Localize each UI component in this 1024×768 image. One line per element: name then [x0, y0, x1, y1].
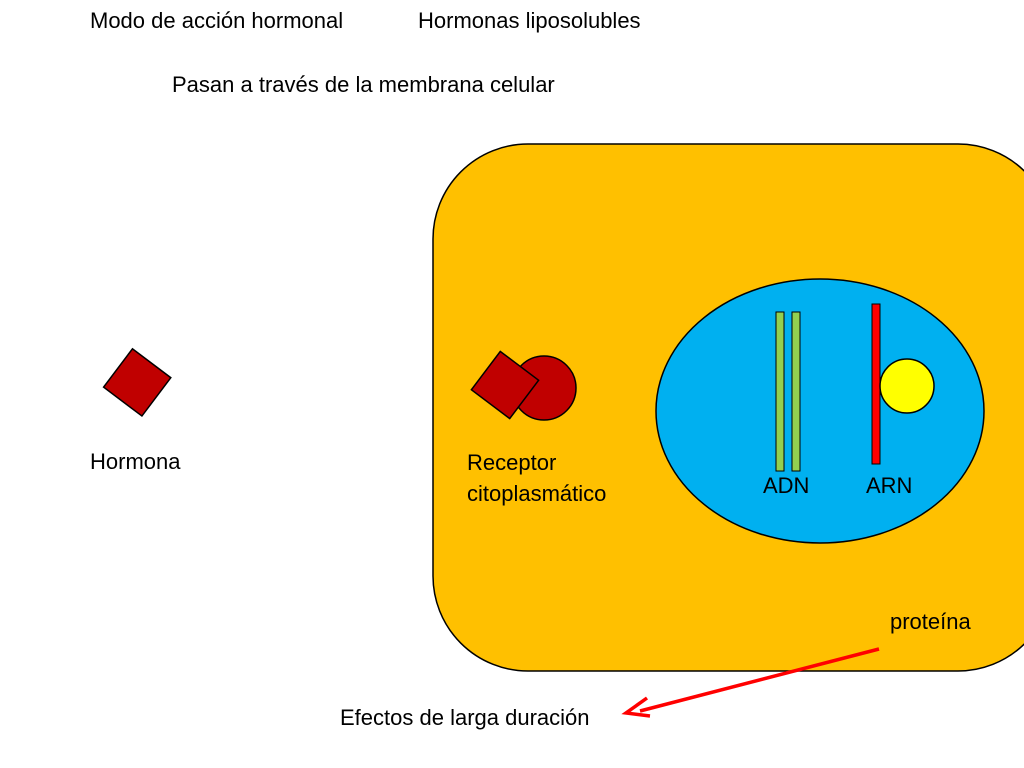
nucleus [655, 278, 985, 544]
title: Modo de acción hormonal [90, 8, 344, 33]
receptor-label-line1: Receptor [467, 450, 557, 475]
ribosome [879, 358, 935, 414]
receptor-label-line2: citoplasmático [467, 481, 607, 506]
receptor-label: Receptor citoplasmático [467, 447, 606, 509]
dna-label: ADN [763, 473, 810, 498]
hormone-bound [470, 350, 540, 420]
dna-strand-1 [775, 311, 785, 472]
effect-arrow-head [621, 696, 651, 718]
hormone-label: Hormona [90, 449, 181, 474]
description: Pasan a través de la membrana celular [172, 72, 555, 97]
effect-arrow [639, 647, 880, 713]
hormone-free [102, 347, 172, 418]
effects-label: Efectos de larga duración [340, 705, 590, 730]
subtitle: Hormonas liposolubles [418, 8, 641, 33]
rna-strand [871, 303, 881, 465]
protein-label: proteína [890, 609, 971, 634]
rna-label: ARN [866, 473, 913, 498]
dna-strand-2 [791, 311, 801, 472]
